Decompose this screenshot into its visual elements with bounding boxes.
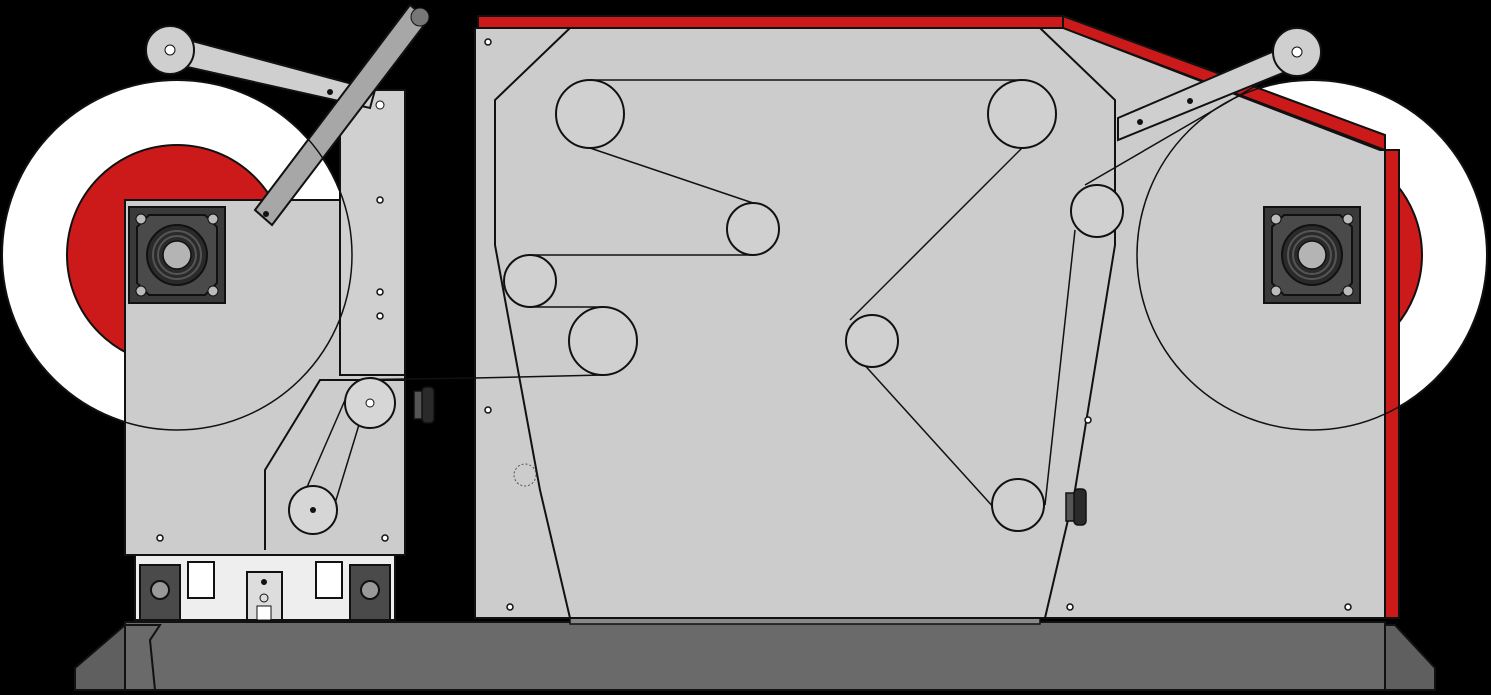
idler-roller xyxy=(503,254,557,308)
idler-roller xyxy=(288,485,338,535)
idler-roller xyxy=(845,314,899,368)
rewind-dancer-arm xyxy=(1117,27,1322,142)
rewind-chuck-flange xyxy=(1263,206,1361,304)
idler-roller xyxy=(1070,184,1124,238)
rewind-roll-outline xyxy=(1136,79,1488,431)
frame-screws xyxy=(156,38,1352,611)
tension-knob xyxy=(1065,488,1087,526)
tension-knob xyxy=(413,386,435,424)
idler-roller xyxy=(568,306,638,376)
idler-roller xyxy=(987,79,1057,149)
idler-roller xyxy=(991,478,1045,532)
unwind-chuck-flange xyxy=(128,206,226,304)
base-plate xyxy=(74,615,1436,691)
idler-roller xyxy=(555,79,625,149)
idler-roller xyxy=(726,202,780,256)
idler-roller xyxy=(344,377,396,429)
unwind-dancer-arm xyxy=(145,3,430,227)
